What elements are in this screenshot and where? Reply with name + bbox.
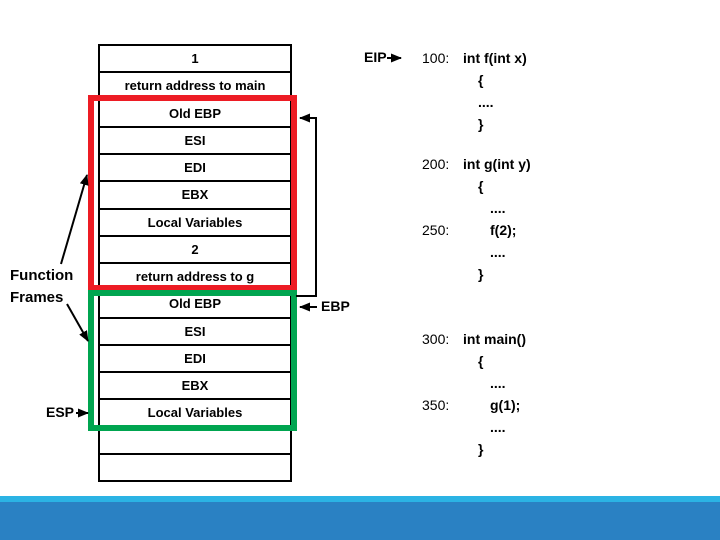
code-text: .... <box>490 375 506 391</box>
eip-label: EIP <box>364 49 387 65</box>
stack-row: Old EBP <box>100 289 290 316</box>
line-number: 200: <box>422 156 450 172</box>
code-text: { <box>478 178 484 194</box>
line-number: 350: <box>422 397 450 413</box>
ebp-label: EBP <box>321 298 350 314</box>
line-number: 250: <box>422 222 450 238</box>
code-text: int f(int x) <box>463 50 527 66</box>
stack-row <box>100 425 290 453</box>
code-text: .... <box>490 244 506 260</box>
stack-row: Old EBP <box>100 98 290 126</box>
code-text: { <box>478 353 484 369</box>
stack-row <box>100 452 290 480</box>
code-text: { <box>478 72 484 88</box>
line-number: 100: <box>422 50 450 66</box>
function-frames-arrow-bottom <box>66 303 89 342</box>
stack-row: return address to g <box>100 262 290 289</box>
bottom-bar <box>0 502 720 540</box>
stack-row: EBX <box>100 180 290 207</box>
stack-row: ESI <box>100 125 290 153</box>
saved-ebp-chain-arrow <box>296 113 317 297</box>
stack-row: EDI <box>100 153 290 180</box>
stack-table: 1 return address to main Old EBP ESI EDI… <box>98 44 292 482</box>
code-text: .... <box>478 94 494 110</box>
bottom-accent-strip <box>0 496 720 502</box>
stack-row: 2 <box>100 234 290 262</box>
code-text: } <box>478 266 484 282</box>
code-text: int main() <box>463 331 526 347</box>
function-frames-arrow-top <box>60 174 89 265</box>
code-text: } <box>478 441 484 457</box>
code-text: .... <box>490 200 506 216</box>
stack-row: EDI <box>100 343 290 371</box>
function-frames-label-line1: Function <box>10 267 74 284</box>
function-frames-label: Function Frames <box>10 265 73 309</box>
function-frames-label-line2: Frames <box>10 289 64 306</box>
stack-row: EBX <box>100 371 290 398</box>
code-text: f(2); <box>490 222 517 238</box>
stack-row: ESI <box>100 316 290 344</box>
stack-row: Local Variables <box>100 207 290 235</box>
line-number: 300: <box>422 331 450 347</box>
code-text: .... <box>490 419 506 435</box>
stack-row: return address to main <box>100 71 290 98</box>
code-text: int g(int y) <box>463 156 531 172</box>
code-text: g(1); <box>490 397 521 413</box>
code-text: } <box>478 116 484 132</box>
stack-row: Local Variables <box>100 398 290 425</box>
stack-row: 1 <box>191 51 199 67</box>
esp-label: ESP <box>46 404 75 420</box>
